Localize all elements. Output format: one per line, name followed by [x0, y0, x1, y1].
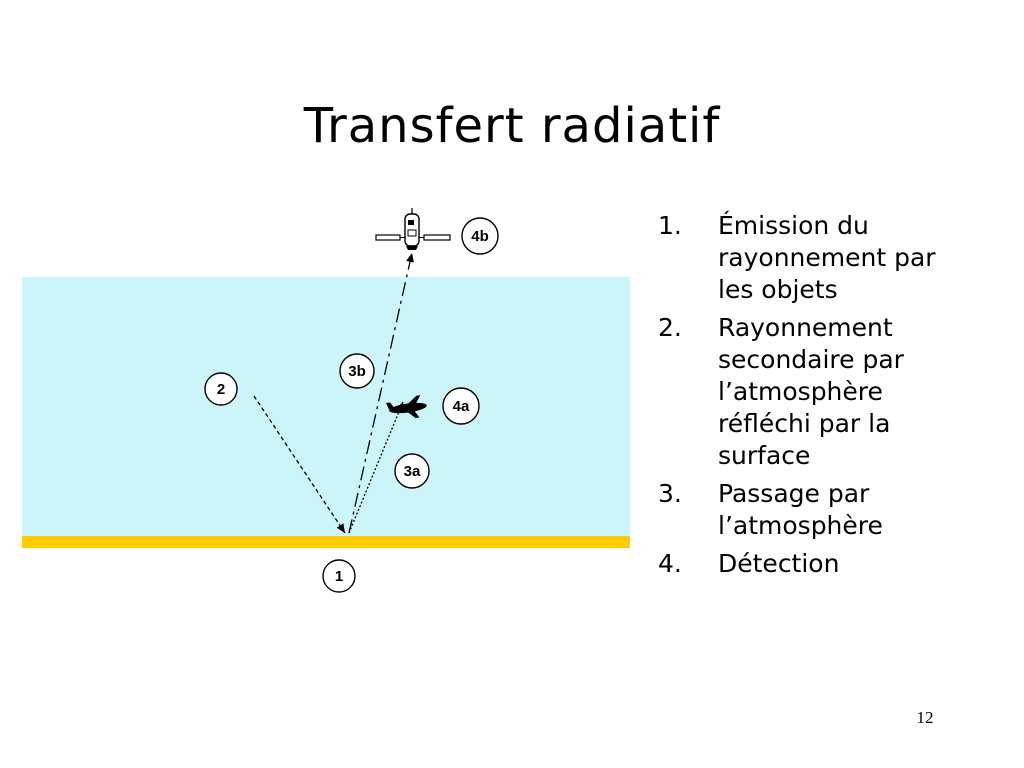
step-text: Émission du rayonnement par les objets: [718, 210, 998, 306]
list-item: 1. Émission du rayonnement par les objet…: [658, 210, 998, 306]
step-line: l’atmosphère: [718, 511, 883, 540]
list-item: 3. Passage par l’atmosphère: [658, 478, 998, 542]
step-text: Détection: [718, 548, 998, 580]
step-text: Rayonnement secondaire par l’atmosphère …: [718, 312, 998, 472]
step-line: rayonnement par: [718, 243, 936, 272]
svg-text:4a: 4a: [453, 398, 470, 415]
satellite-icon: [375, 208, 451, 250]
step-number: 2.: [658, 313, 682, 342]
atmosphere-layer: [22, 277, 630, 536]
svg-text:2: 2: [217, 381, 225, 398]
svg-text:1: 1: [335, 568, 343, 585]
steps-list: 1. Émission du rayonnement par les objet…: [658, 210, 998, 586]
radiative-transfer-diagram: 1 2 3b 4a 3a 4b: [22, 208, 630, 593]
svg-text:3a: 3a: [404, 463, 421, 480]
step-line: Émission du: [718, 211, 869, 240]
svg-text:3b: 3b: [348, 363, 366, 380]
step-line: les objets: [718, 275, 838, 304]
label-path-to-aircraft: 3a: [394, 453, 430, 489]
list-item: 4. Détection: [658, 548, 998, 580]
label-surface-point: 1: [322, 559, 356, 593]
step-line: surface: [718, 441, 811, 470]
step-line: secondaire par: [718, 345, 904, 374]
list-item: 2. Rayonnement secondaire par l’atmosphè…: [658, 312, 998, 472]
step-number: 3.: [658, 479, 682, 508]
step-number: 1.: [658, 211, 682, 240]
surface-layer: [22, 536, 630, 548]
slide-title: Transfert radiatif: [303, 98, 721, 154]
step-number: 4.: [658, 549, 682, 578]
step-line: Détection: [718, 549, 840, 578]
step-line: Passage par: [718, 479, 870, 508]
airplane-icon: [386, 395, 427, 419]
label-aircraft: 4a: [442, 387, 480, 425]
label-path-to-satellite: 3b: [339, 353, 375, 389]
step-line: Rayonnement: [718, 313, 893, 342]
label-satellite: 4b: [461, 217, 499, 255]
step-line: l’atmosphère: [718, 377, 883, 406]
path-to-satellite: [348, 252, 414, 534]
label-secondary-radiation: 2: [204, 372, 238, 406]
step-text: Passage par l’atmosphère: [718, 478, 998, 542]
page-number: 12: [916, 708, 934, 727]
svg-text:4b: 4b: [471, 228, 489, 245]
step-line: réfléchi par la: [718, 409, 891, 438]
